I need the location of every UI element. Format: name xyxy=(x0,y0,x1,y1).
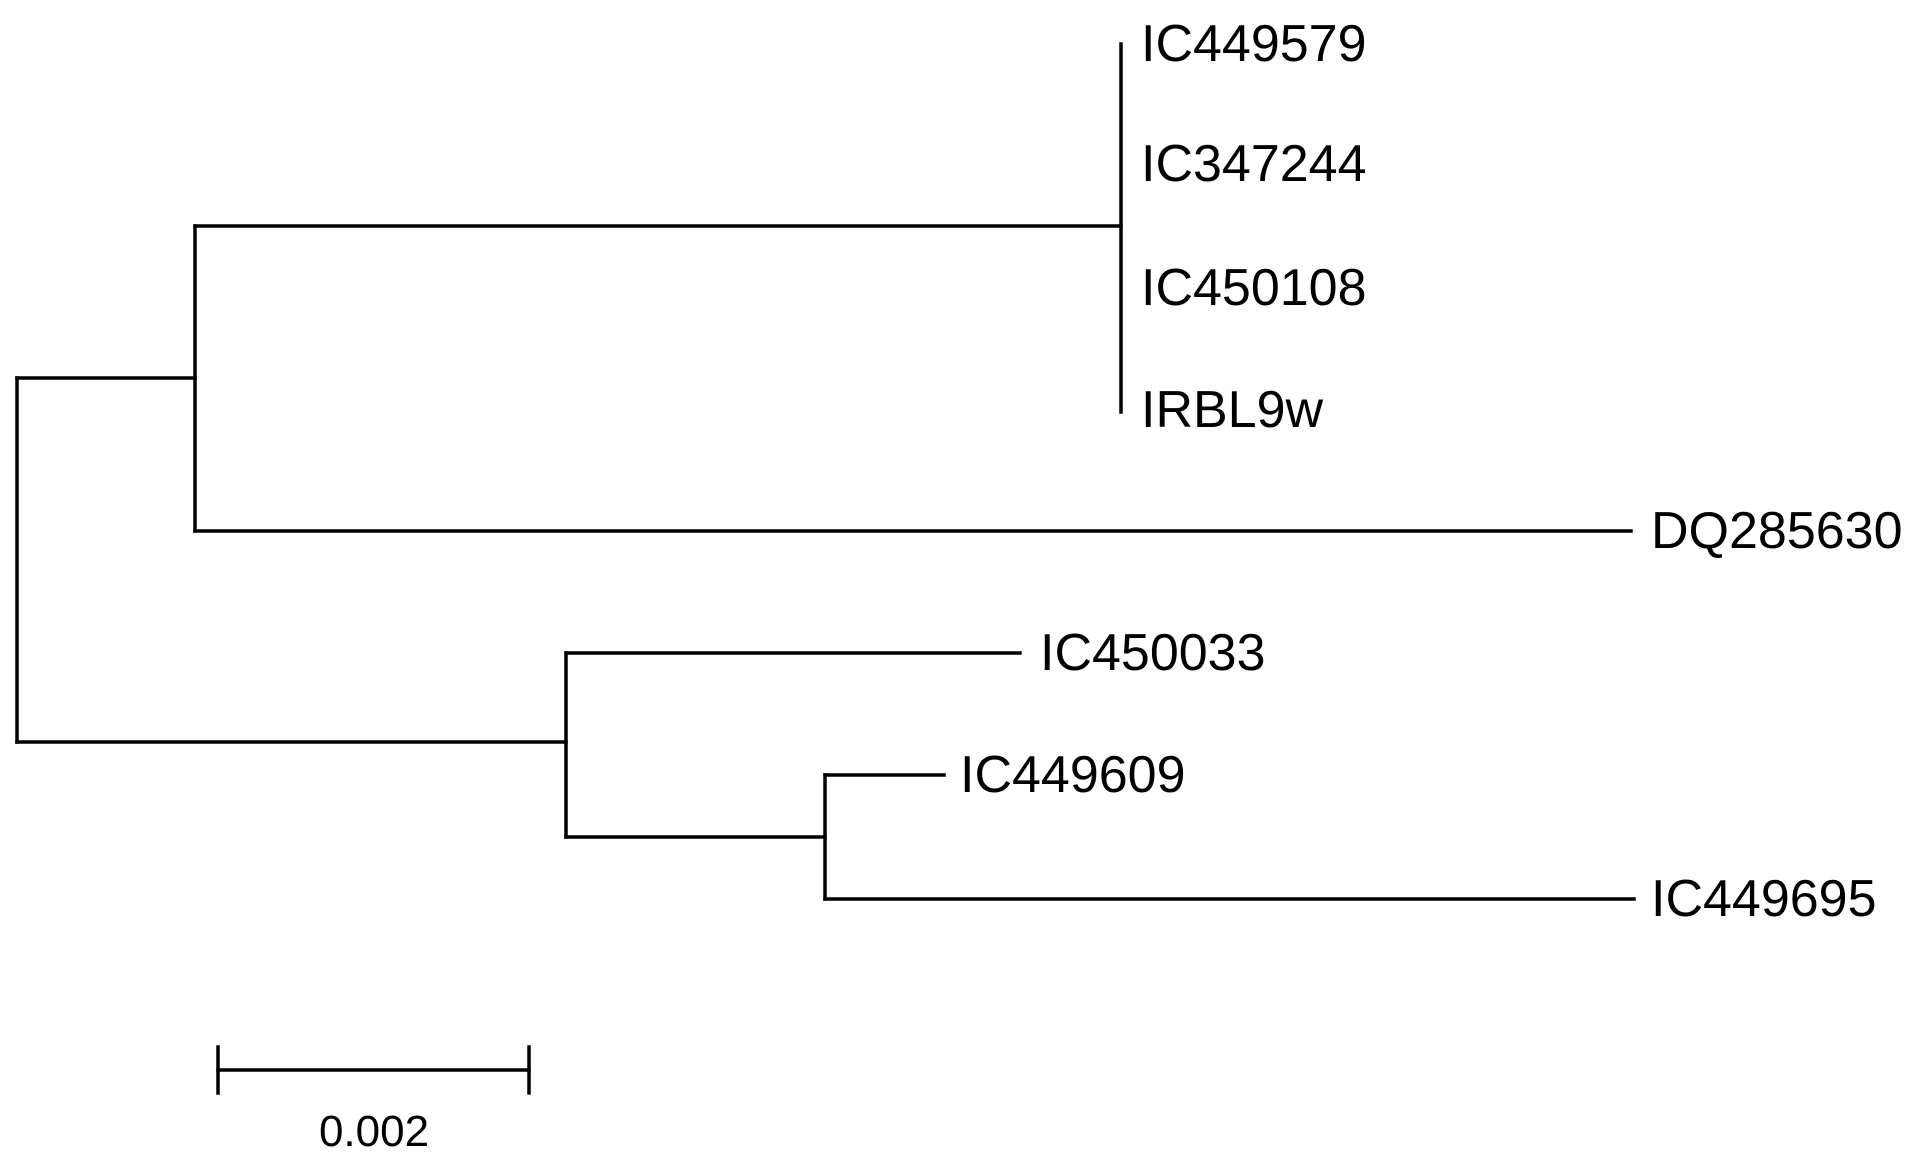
leaf-label-ic450108: IC450108 xyxy=(1141,259,1367,317)
scale-bar-label: 0.002 xyxy=(319,1107,429,1156)
leaf-label-dq285630: DQ285630 xyxy=(1651,502,1903,560)
scale-bar: 0.002 xyxy=(216,1045,531,1156)
leaf-label-ic449695: IC449695 xyxy=(1651,870,1877,928)
leaf-label-irbl9w: IRBL9w xyxy=(1141,381,1324,439)
leaf-label-ic449579: IC449579 xyxy=(1141,15,1367,73)
leaf-label-ic449609: IC449609 xyxy=(960,746,1186,804)
leaf-label-ic347244: IC347244 xyxy=(1141,135,1367,193)
leaf-label-ic450033: IC450033 xyxy=(1040,624,1266,682)
